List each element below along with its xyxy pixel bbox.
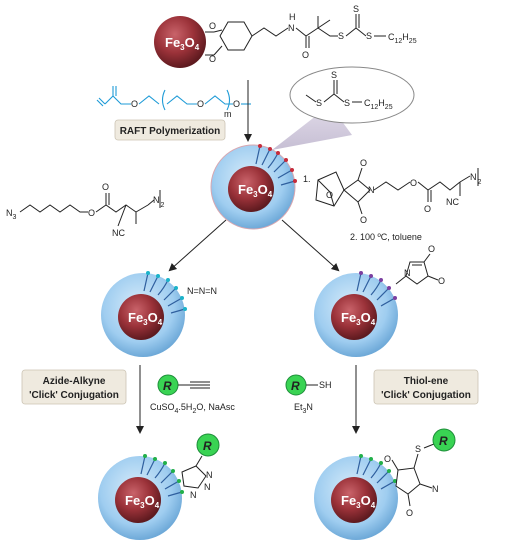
azide-step-box: Azide-Alkyne 'Click' Conjugation [21, 369, 127, 405]
catechol-raft-agent-labels: O O H N O S S S C12H25 [209, 4, 417, 64]
svg-text:O: O [384, 454, 391, 464]
svg-text:O: O [438, 276, 445, 286]
svg-text:Azide-Alkyne: Azide-Alkyne [43, 376, 106, 387]
svg-text:N: N [404, 268, 411, 278]
svg-text:S: S [366, 31, 372, 41]
svg-text:S: S [353, 4, 359, 14]
azide-particle: Fe3O4 N=N=N [101, 271, 217, 357]
monomer-labels: O O O m [131, 99, 240, 119]
svg-text:R: R [439, 434, 448, 448]
svg-text:N: N [368, 185, 375, 195]
svg-text:O: O [424, 204, 431, 214]
alkyne-reagent: R CuSO4.5H2O, NaAsc [150, 374, 235, 415]
svg-text:O: O [326, 190, 333, 200]
maleimide-n2: N2 [470, 172, 482, 186]
svg-text:O: O [197, 99, 204, 109]
svg-text:N: N [206, 470, 213, 480]
svg-text:NC: NC [446, 197, 459, 207]
thiol-reagent: R SH Et3N [285, 374, 332, 415]
svg-text:'Click' Conjugation: 'Click' Conjugation [381, 390, 471, 401]
svg-text:O: O [410, 178, 417, 188]
middle-end-groups [258, 144, 297, 183]
svg-text:O: O [233, 99, 240, 109]
azide-core-label: Fe3O4 [128, 310, 163, 327]
svg-text:N: N [204, 482, 211, 492]
azide-n2: N2 [153, 195, 165, 209]
thioether-core-label: Fe3O4 [341, 493, 376, 510]
svg-text:O: O [209, 54, 216, 64]
azide-group-label: N=N=N [187, 286, 217, 296]
middle-core [228, 166, 274, 212]
svg-text:O: O [302, 50, 309, 60]
top-core-label: Fe3O4 [165, 35, 200, 52]
monomer-structure [96, 86, 251, 111]
svg-text:H: H [289, 12, 296, 22]
arrow-right-branch [281, 219, 340, 272]
arrow-left-branch [168, 219, 227, 272]
maleimide-particle: Fe3O4 O O N [314, 244, 445, 357]
copper-conditions: CuSO4.5H2O, NaAsc [150, 402, 235, 415]
svg-text:R: R [291, 379, 300, 393]
top-particle: Fe3O4 [154, 16, 206, 68]
thiol-step-box: Thiol-ene 'Click' Conjugation [373, 369, 479, 405]
callout-dodecyl: C12H25 [364, 98, 393, 111]
svg-text:O: O [102, 182, 109, 192]
svg-text:O: O [428, 244, 435, 254]
et3n-label: Et3N [294, 402, 313, 415]
svg-text:S: S [415, 444, 421, 454]
triazole-core-label: Fe3O4 [125, 493, 160, 510]
svg-text:S: S [338, 31, 344, 41]
svg-text:O: O [88, 208, 95, 218]
raft-label: RAFT Polymerization [120, 126, 221, 137]
svg-text:R: R [163, 379, 172, 393]
maleimide-initiator: 1. O O O N O O NC N2 2. 100 ºC, toluene [303, 158, 482, 242]
zoom-callout: S S S C12H25 [272, 66, 415, 150]
svg-text:N: N [190, 490, 197, 500]
svg-text:R: R [203, 439, 212, 453]
catechol-raft-agent [205, 14, 386, 56]
middle-particle: Fe3O4 [210, 144, 297, 230]
thioether-product: Fe3O4 O S N O R [314, 428, 456, 540]
svg-text:NC: NC [112, 228, 125, 238]
triazole-product: Fe3O4 N N N R [98, 433, 220, 540]
svg-text:m: m [224, 109, 232, 119]
maleimide-core-label: Fe3O4 [341, 310, 376, 327]
svg-text:S: S [316, 98, 322, 108]
svg-text:SH: SH [319, 380, 332, 390]
azide-n3: N3 [6, 208, 17, 221]
top-core [154, 16, 206, 68]
svg-text:'Click' Conjugation: 'Click' Conjugation [29, 390, 119, 401]
svg-text:O: O [131, 99, 138, 109]
azide-initiator: N3 O O NC N2 [6, 182, 165, 238]
svg-text:S: S [344, 98, 350, 108]
maleimide-step2: 2. 100 ºC, toluene [350, 232, 422, 242]
svg-text:O: O [406, 508, 413, 518]
raft-step-box: RAFT Polymerization [114, 119, 226, 141]
svg-text:O: O [360, 158, 367, 168]
svg-text:O: O [209, 21, 216, 31]
svg-text:N: N [288, 23, 295, 33]
svg-text:N: N [432, 484, 439, 494]
svg-text:Thiol-ene: Thiol-ene [404, 376, 449, 387]
dodecyl-label: C12H25 [388, 32, 417, 45]
middle-core-label: Fe3O4 [238, 182, 273, 199]
svg-text:O: O [360, 215, 367, 225]
svg-text:S: S [331, 70, 337, 80]
svg-text:1.: 1. [303, 174, 311, 184]
